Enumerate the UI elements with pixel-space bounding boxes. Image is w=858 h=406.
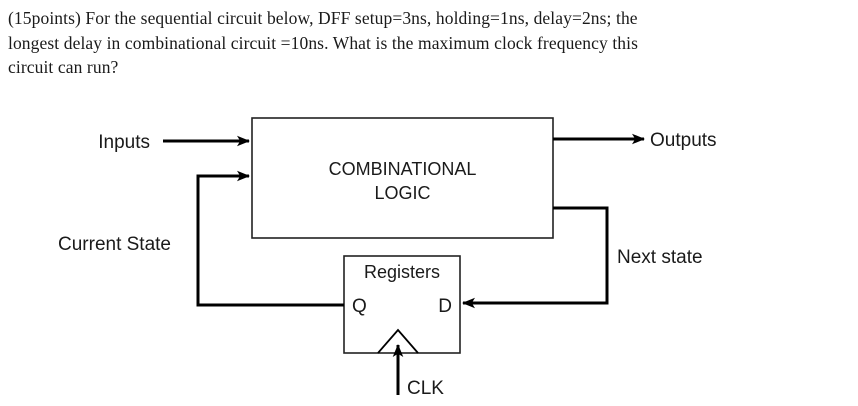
register-d-pin-label: D: [438, 296, 452, 317]
combinational-logic-label-line1: COMBINATIONAL: [329, 159, 477, 179]
question-line-3: circuit can run?: [8, 57, 119, 77]
next-state-label: Next state: [617, 247, 703, 268]
current-state-wire: [196, 170, 344, 307]
question-line-1: (15points) For the sequential circuit be…: [8, 8, 638, 28]
question-line-2: longest delay in combinational circuit =…: [8, 32, 639, 53]
question-statement: (15points) For the sequential circuit be…: [8, 6, 846, 80]
combinational-logic-box: [251, 117, 554, 239]
combinational-logic-label-line2: LOGIC: [374, 183, 430, 203]
next-state-wire: [462, 206, 609, 309]
current-state-label: Current State: [58, 234, 171, 255]
outputs-label: Outputs: [650, 130, 717, 151]
inputs-label: Inputs: [98, 132, 150, 153]
clk-label: CLK: [407, 378, 444, 399]
clock-edge-triangle-icon: [377, 328, 419, 354]
registers-label: Registers: [364, 262, 440, 282]
register-q-pin-label: Q: [352, 296, 367, 317]
